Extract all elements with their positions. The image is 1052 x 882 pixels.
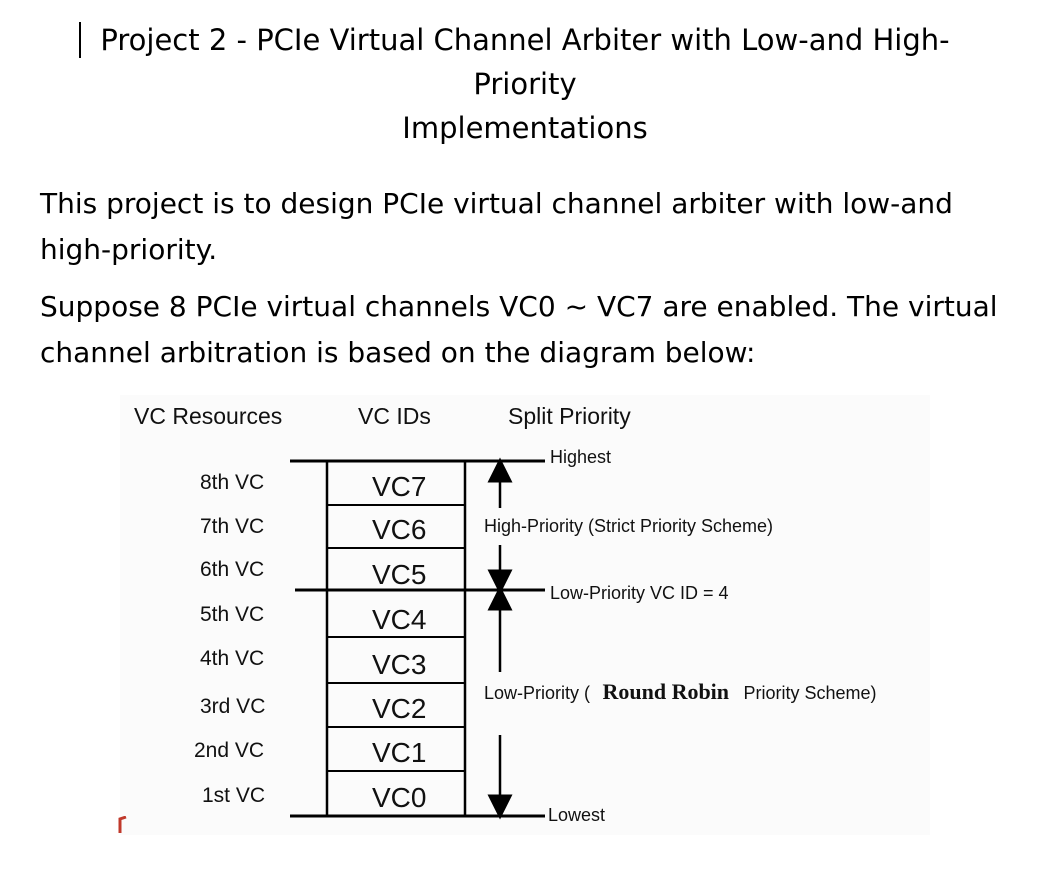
low-priority-label: Low-Priority ( Round Robin Priority Sche…	[484, 679, 877, 704]
low-priority-suffix: Priority Scheme)	[744, 683, 877, 703]
vc-resource: 4th VC	[200, 647, 264, 670]
lowest-label: Lowest	[548, 805, 605, 825]
title-line-2: Implementations	[402, 111, 648, 145]
header-split-priority: Split Priority	[508, 403, 631, 429]
vc-resource: 8th VC	[200, 471, 264, 494]
vc-id: VC0	[372, 782, 426, 813]
vc-id: VC5	[372, 559, 426, 590]
vc-resource: 5th VC	[200, 603, 264, 626]
vc-id: VC2	[372, 693, 426, 724]
vc-id: VC1	[372, 737, 426, 768]
vc-resource: 7th VC	[200, 515, 264, 538]
low-priority-prefix: Low-Priority (	[484, 683, 590, 703]
vc-resource: 6th VC	[200, 558, 264, 581]
header-vc-ids: VC IDs	[358, 403, 431, 429]
vc-id: VC3	[372, 649, 426, 680]
cursor-marker-icon	[118, 816, 127, 833]
vc-resource: 2nd VC	[194, 739, 264, 762]
high-priority-label: High-Priority (Strict Priority Scheme)	[484, 516, 773, 536]
diagram-background	[120, 395, 930, 835]
setup-paragraph: Suppose 8 PCIe virtual channels VC0 ~ VC…	[40, 290, 998, 369]
highest-label: Highest	[550, 447, 611, 467]
vc-id: VC4	[372, 604, 426, 635]
page-title: Project 2 - PCIe Virtual Channel Arbiter…	[60, 18, 990, 150]
vc-id: VC7	[372, 471, 426, 502]
title-line-1: Project 2 - PCIe Virtual Channel Arbiter…	[100, 23, 950, 101]
intro-paragraph: This project is to design PCIe virtual c…	[40, 187, 953, 266]
vc-id: VC6	[372, 514, 426, 545]
text-cursor	[79, 22, 81, 58]
vc-resource: 1st VC	[202, 784, 265, 807]
vc-id-column	[325, 459, 467, 818]
low-priority-id-label: Low-Priority VC ID = 4	[550, 583, 729, 603]
header-vc-resources: VC Resources	[134, 403, 282, 429]
vc-resource: 3rd VC	[200, 695, 265, 718]
round-robin-text: Round Robin	[602, 679, 729, 704]
